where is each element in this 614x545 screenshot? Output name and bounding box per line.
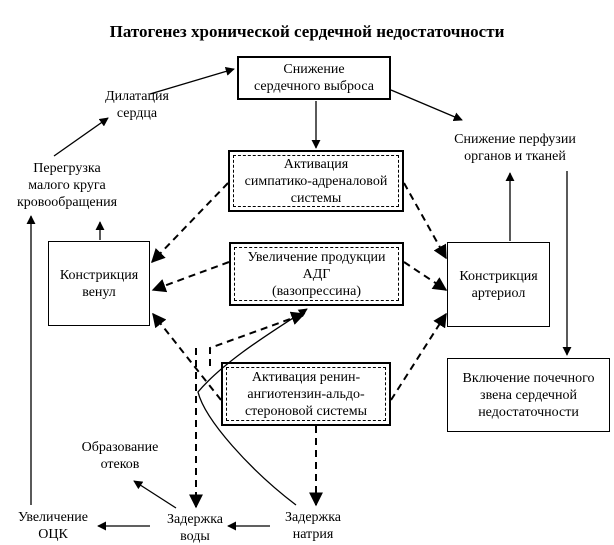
- node-line: недостаточности: [478, 404, 579, 420]
- arrow-adh-to-arteriole: [403, 261, 448, 291]
- node-line: артериол: [471, 285, 526, 301]
- node-line: Задержка: [284, 510, 342, 525]
- arrow-dilation-to-output: [149, 66, 235, 95]
- node-raas: Активация ренин- ангиотензин-альдо- стер…: [221, 362, 391, 426]
- node-renal: Включение почечного звена сердечной недо…: [447, 358, 610, 432]
- node-cardiac-output: Снижение сердечного выброса: [237, 56, 391, 100]
- node-adh: Увеличение продукции АДГ (вазопрессина): [229, 242, 404, 306]
- node-line: Увеличение продукции: [247, 249, 386, 265]
- node-line: Перегрузка: [33, 161, 101, 176]
- node-water: Задержка воды: [150, 511, 240, 545]
- node-line: сердечного выброса: [254, 79, 374, 94]
- node-line: Снижение перфузии: [454, 132, 576, 147]
- arrow-raas-to-venule: [152, 312, 222, 401]
- node-line: Констрикция: [59, 267, 139, 283]
- node-arteriole: Констрикция артериол: [447, 242, 550, 327]
- node-line: Увеличение: [17, 510, 88, 525]
- node-line: отеков: [100, 457, 140, 472]
- arrow-output-to-perfusion: [390, 89, 463, 122]
- arrow-raas-to-arteriole: [390, 312, 447, 401]
- node-line: органов и тканей: [464, 149, 566, 164]
- arrow-raas-to-adh: [209, 311, 306, 366]
- node-line: Задержка: [166, 512, 224, 527]
- node-venule: Констрикция венул: [48, 241, 150, 326]
- arrow-sympathetic-to-venule: [151, 182, 229, 264]
- node-line: сердца: [116, 106, 158, 121]
- node-line: венул: [82, 284, 116, 300]
- node-line: ОЦК: [38, 527, 68, 542]
- diagram-title: Патогенез хронической сердечной недостат…: [109, 22, 505, 41]
- node-line: малого круга: [28, 178, 106, 193]
- node-line: Снижение: [283, 62, 345, 77]
- node-line: Активация ренин-: [251, 369, 361, 385]
- node-line: стероновой системы: [244, 403, 368, 419]
- node-edema: Образование отеков: [70, 439, 170, 473]
- node-perfusion: Снижение перфузии органов и тканей: [440, 131, 590, 165]
- line-sodium-to-adh: [197, 308, 308, 506]
- node-line: воды: [180, 529, 210, 544]
- node-line: Включение почечного: [462, 370, 595, 386]
- node-line: симпатико-адреналовой: [244, 173, 388, 189]
- node-overload: Перегрузка малого круга кровообращения: [2, 160, 132, 211]
- node-line: Активация: [283, 156, 349, 172]
- node-sympathetic: Активация симпатико-адреналовой системы: [228, 150, 404, 212]
- node-line: звена сердечной: [480, 387, 577, 403]
- node-occ: Увеличение ОЦК: [8, 509, 98, 543]
- node-line: ангиотензин-альдо-: [247, 386, 365, 402]
- node-line: Констрикция: [459, 268, 538, 284]
- node-line: системы: [290, 190, 342, 206]
- node-line: (вазопрессина): [271, 283, 362, 299]
- node-line: кровообращения: [16, 195, 118, 210]
- arrow-overload-to-dilation: [53, 117, 109, 157]
- node-line: натрия: [292, 527, 334, 542]
- arrow-adh-to-venule: [151, 261, 230, 293]
- arrow-water-to-edema: [133, 480, 177, 509]
- node-sodium: Задержка натрия: [268, 509, 358, 543]
- node-line: АДГ: [302, 266, 331, 282]
- arrow-sympathetic-to-arteriole: [403, 182, 447, 260]
- node-line: Образование: [81, 440, 159, 455]
